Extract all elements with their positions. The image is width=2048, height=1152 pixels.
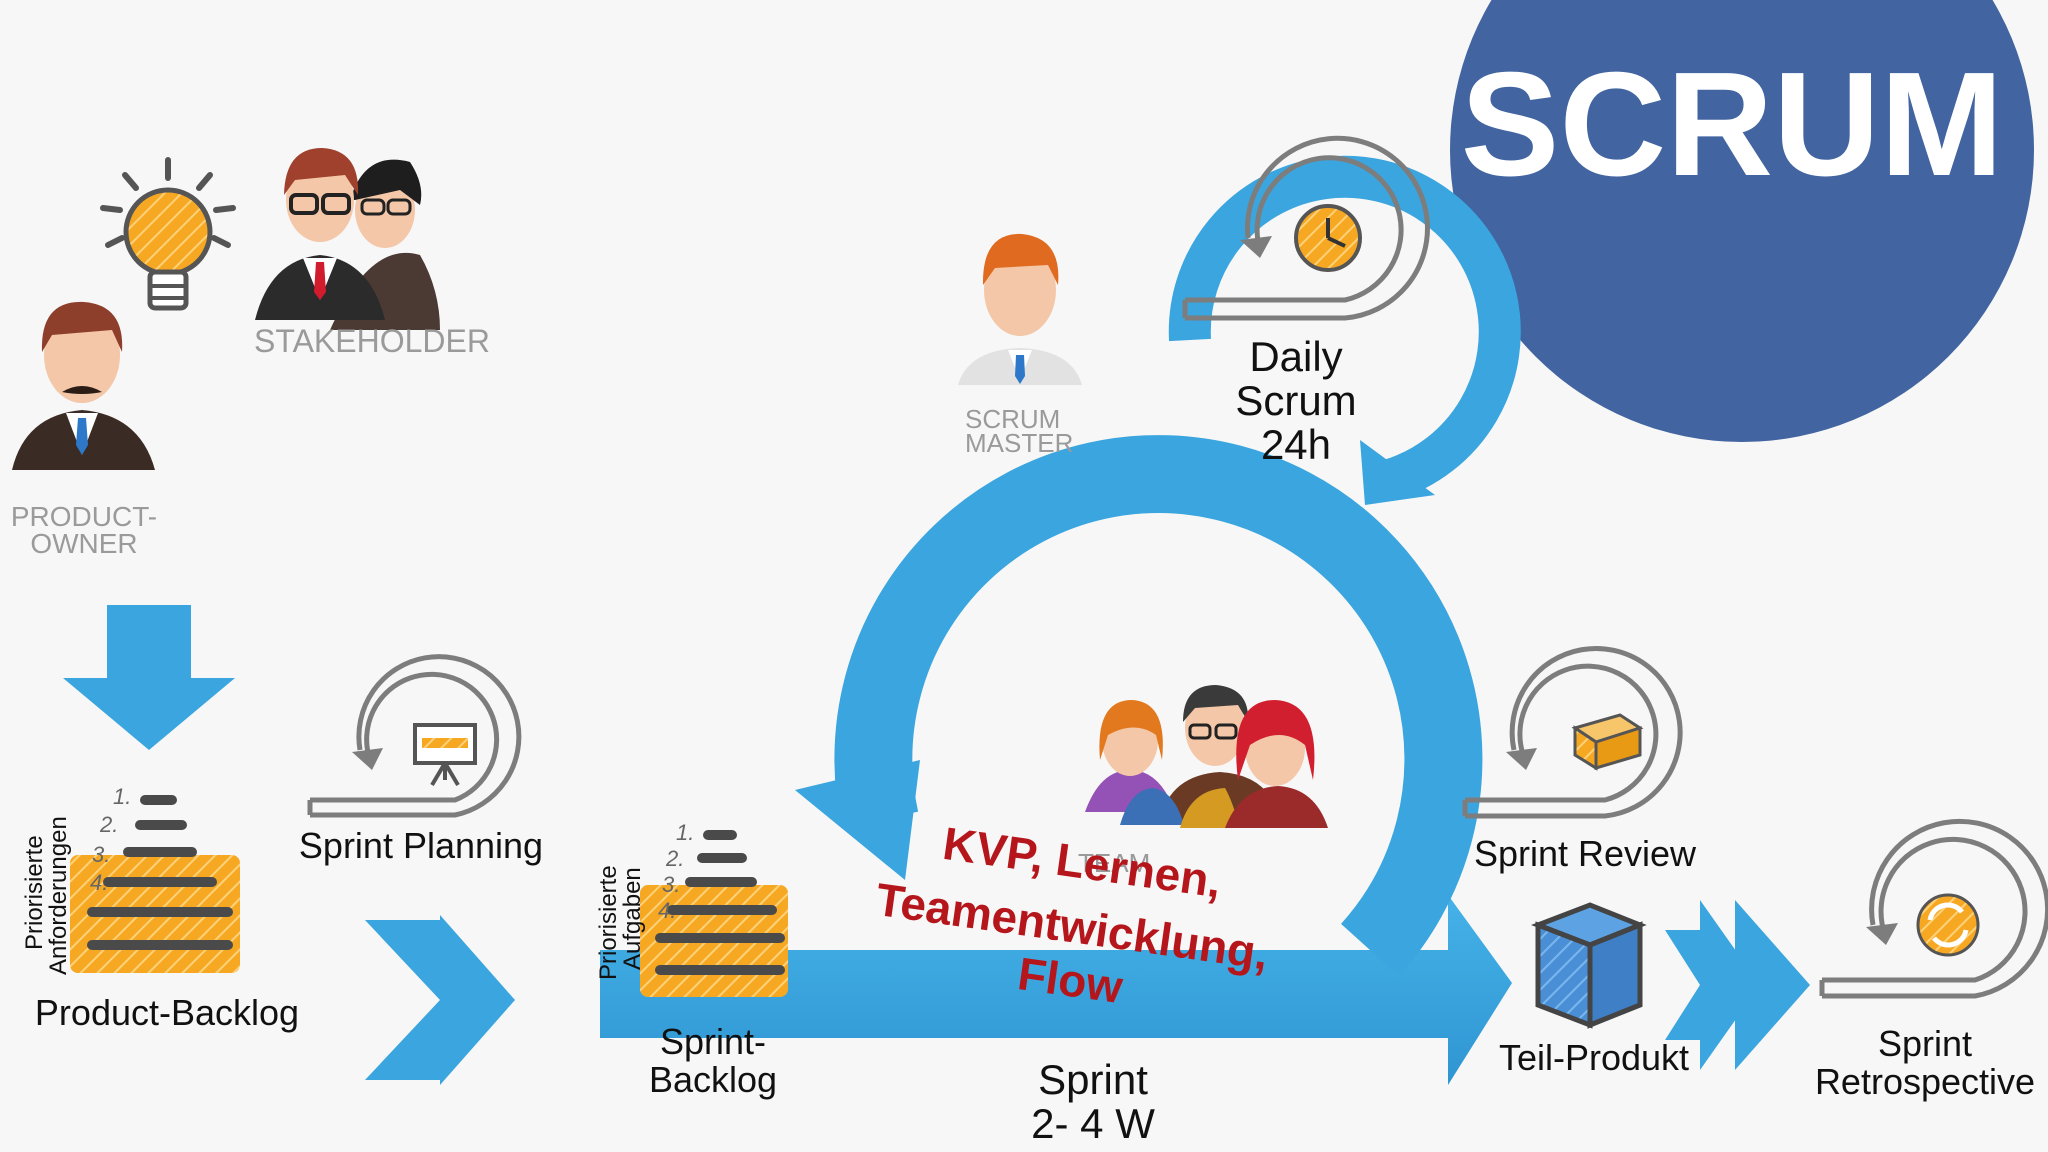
avatar <box>255 148 385 320</box>
backlog-item-number: 2. <box>665 846 684 871</box>
retrospective-label-2: Retrospective <box>1815 1061 2035 1102</box>
sprint-planning-label: Sprint Planning <box>299 825 543 866</box>
product-owner-label-1: PRODUCT- <box>11 501 157 532</box>
sprint-arrow <box>600 895 1512 1085</box>
daily-scrum-label-1: Daily <box>1249 333 1342 380</box>
daily-scrum-label-2: Scrum <box>1235 377 1356 424</box>
refresh-icon <box>1916 893 1980 957</box>
product-owner-label-2: OWNER <box>30 528 137 559</box>
avatar <box>1180 788 1240 828</box>
backlog-item-number: 3. <box>92 842 110 867</box>
daily-scrum-cycle-icon <box>1182 135 1430 321</box>
sprint-duration-label-1: Sprint <box>1038 1056 1148 1103</box>
right-arrow-2 <box>1665 900 1760 1070</box>
retrospective-label-1: Sprint <box>1878 1023 1972 1064</box>
right-arrow-1 <box>365 915 515 1085</box>
sprint-review-cycle-icon <box>1462 646 1683 819</box>
backlog-item-number: 2. <box>99 812 118 837</box>
box-icon <box>1571 713 1644 771</box>
scrum-master-label-2: MASTER <box>965 428 1073 458</box>
sprint-planning-cycle-icon <box>307 654 522 818</box>
product-backlog-side-label-2: Anforderungen <box>45 816 72 975</box>
scrum-master-avatar <box>958 233 1082 385</box>
down-arrow <box>63 605 235 750</box>
avatar <box>1225 700 1328 828</box>
product-backlog-side-label-1: Priorisierte <box>21 835 48 950</box>
sprint-review-label: Sprint Review <box>1474 833 1697 874</box>
stakeholder-label: STAKEHOLDER <box>254 323 490 359</box>
sprint-backlog-label-1: Sprint- <box>660 1021 766 1062</box>
sprint-backlog-stack: 1. 2. 3. 4. <box>640 820 788 997</box>
right-arrow-3 <box>1735 900 1810 1070</box>
backlog-item-number: 3. <box>662 872 680 897</box>
team-label: TEAM <box>1078 848 1150 878</box>
sprint-cycle-arrow <box>795 435 1483 977</box>
product-backlog-label: Product-Backlog <box>35 992 299 1033</box>
sprint-duration-label-2: 2- 4 W <box>1031 1100 1155 1147</box>
retrospective-cycle-icon <box>1819 818 2048 999</box>
product-backlog-stack: 1. 2. 3. 4. <box>70 784 240 973</box>
sprint-backlog-side-label-2: Aufgaben <box>619 867 646 970</box>
sprint-backlog-label-2: Backlog <box>649 1059 777 1100</box>
avatar <box>1120 788 1184 825</box>
cube-icon <box>1531 902 1647 1029</box>
lightbulb-icon <box>100 157 236 311</box>
backlog-item-number: 1. <box>676 820 694 845</box>
sprint-backlog-side-label-1: Priorisierte <box>595 865 622 980</box>
presentation-icon <box>413 723 477 787</box>
clock-icon <box>1294 204 1362 272</box>
scrum-title: SCRUM <box>1461 42 2004 207</box>
backlog-item-number: 1. <box>113 784 131 809</box>
backlog-item-number: 4. <box>658 898 676 923</box>
scrum-master-label-1: SCRUM <box>965 404 1060 434</box>
daily-scrum-arrow <box>1168 155 1521 505</box>
product-owner-avatar <box>12 301 155 470</box>
backlog-item-number: 4. <box>90 870 108 895</box>
stakeholder-avatars <box>255 148 440 330</box>
team-avatars <box>1085 685 1328 828</box>
scrum-title-badge: SCRUM <box>1450 0 2034 442</box>
increment-label: Teil-Produkt <box>1499 1037 1689 1078</box>
daily-scrum-label-3: 24h <box>1261 421 1331 468</box>
